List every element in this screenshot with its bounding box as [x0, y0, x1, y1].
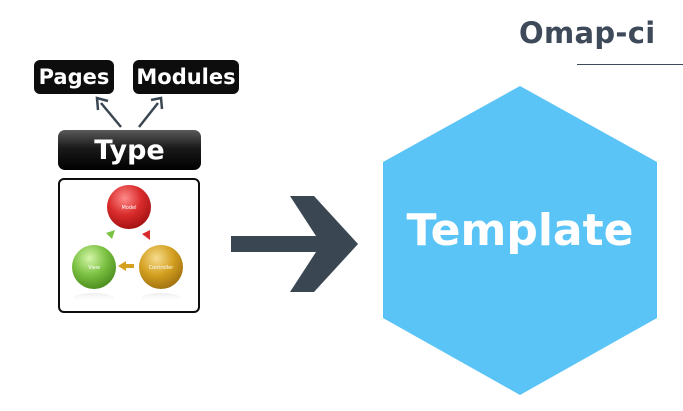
controller-label: Controller — [149, 265, 175, 271]
controller-reflection — [141, 293, 181, 303]
mvc-diagram-box: Model View Controller — [58, 178, 200, 313]
type-to-pages-connector — [100, 102, 122, 128]
view-to-controller-arrow — [118, 261, 126, 271]
brand-underline — [577, 64, 683, 65]
type-bar: Type — [58, 130, 201, 170]
pages-pill: Pages — [34, 60, 114, 94]
view-to-controller-arrow-stem — [126, 264, 134, 268]
controller-node — [139, 245, 183, 289]
model-node — [107, 185, 151, 229]
controller-to-model-arrow — [142, 230, 150, 240]
model-label: Model — [121, 205, 136, 211]
pages-arrowhead — [95, 96, 109, 111]
type-to-modules-connector — [138, 102, 159, 128]
big-right-arrow — [231, 196, 358, 292]
view-reflection — [74, 293, 114, 303]
view-node — [72, 245, 116, 289]
template-label: Template — [406, 205, 634, 256]
modules-pill: Modules — [133, 60, 239, 94]
mvc-cycle-diagram: Model View Controller — [72, 185, 183, 303]
modules-arrowhead — [150, 96, 164, 110]
view-label: View — [88, 265, 100, 271]
brand-title: Omap-ci — [519, 16, 656, 50]
model-to-view-arrow — [106, 230, 115, 239]
